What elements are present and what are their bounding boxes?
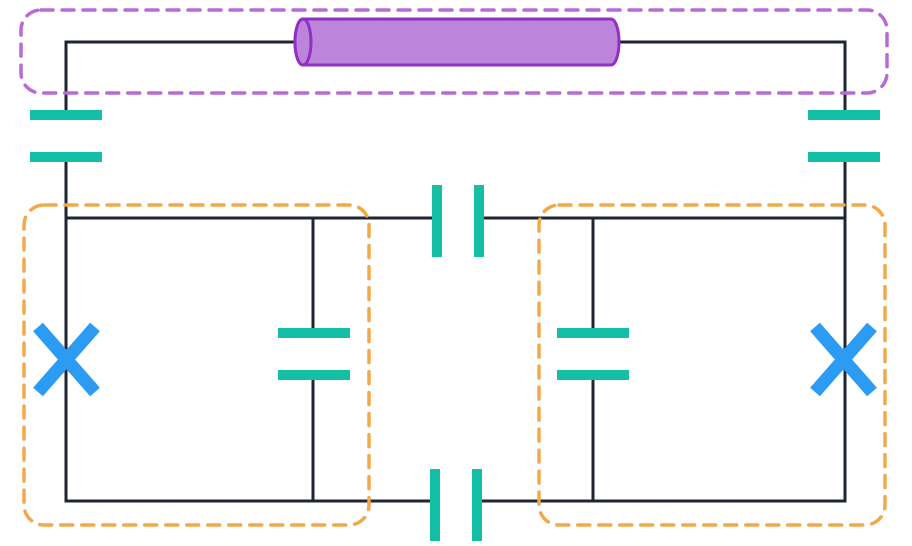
capacitor-icon [808, 110, 880, 162]
right-qubit-group-outline [537, 203, 887, 527]
josephson-junction-cross-icon [810, 322, 877, 397]
group-outlines [19, 8, 889, 527]
junction-stroke [810, 322, 877, 397]
capacitors [30, 110, 880, 541]
junction-stroke [33, 322, 100, 397]
resonator-body [293, 17, 621, 67]
coupler-group-outline [19, 8, 889, 95]
capacitor-icon [30, 110, 102, 162]
left-qubit-group-outline [22, 203, 371, 527]
wires [64, 40, 847, 503]
josephson-junctions [33, 322, 877, 397]
josephson-junction-cross-icon [33, 322, 100, 397]
capacitor-icon [430, 469, 482, 541]
capacitor-icon [278, 328, 350, 380]
resonator-end-cap [293, 17, 313, 67]
resonator-cylinder-icon [293, 17, 621, 67]
capacitor-icon [557, 328, 629, 380]
capacitor-icon [432, 185, 484, 257]
